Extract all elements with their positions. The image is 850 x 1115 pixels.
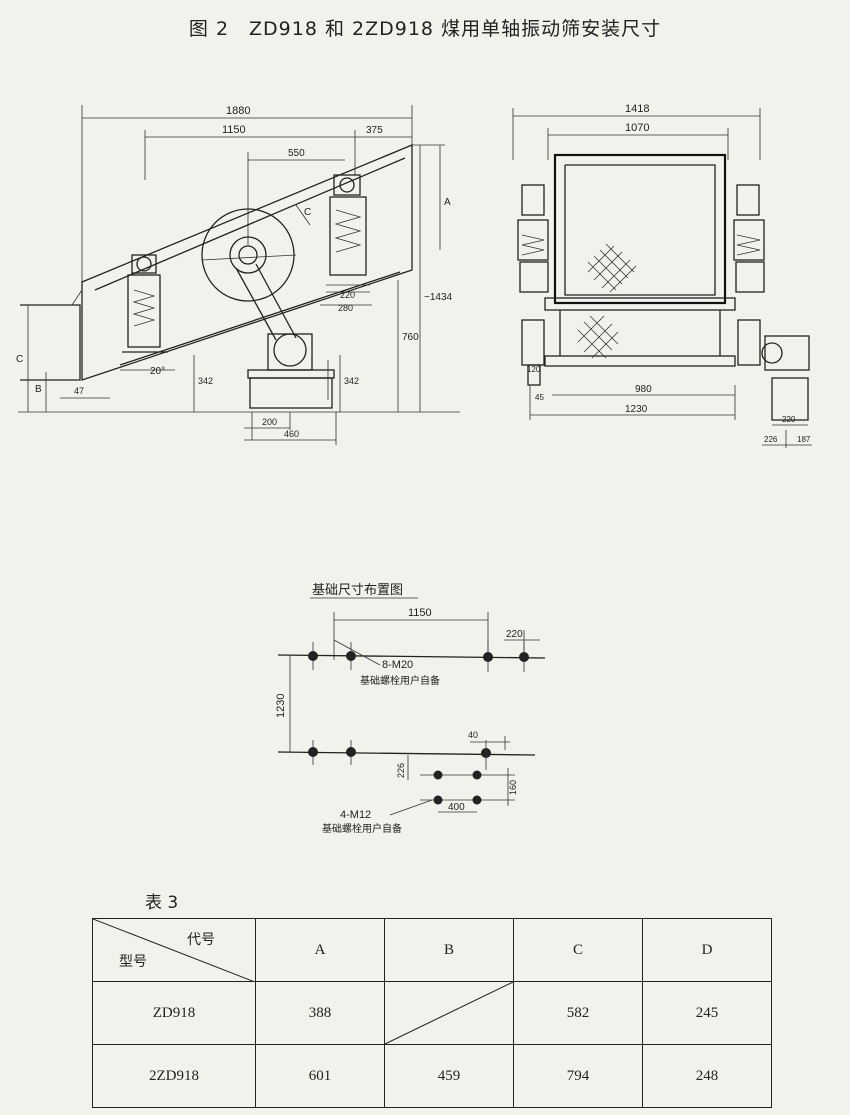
dim-342-right: 342 (344, 376, 359, 386)
cell-c: 794 (513, 1044, 643, 1108)
dim-47: 47 (74, 386, 84, 396)
dim-160: 160 (508, 780, 518, 795)
dim-760: 760 (402, 332, 419, 343)
dim-1070: 1070 (625, 122, 649, 134)
dim-1230-foundation: 1230 (275, 694, 287, 718)
dim-45: 45 (535, 393, 544, 402)
dim-C-left: C (16, 354, 23, 365)
row-model: ZD918 (92, 981, 256, 1045)
table-row: ZD918 388 582 245 (92, 981, 772, 1045)
cell-d: 248 (642, 1044, 772, 1108)
dim-1880: 1880 (226, 105, 250, 117)
dim-226: 226 (764, 435, 778, 444)
dim-980: 980 (635, 384, 652, 395)
side-view: 1880 1150 375 550 C (16, 105, 460, 445)
dimension-table: 代号 型号 A B C D ZD918 388 582 245 2ZD918 6… (92, 918, 772, 1108)
dim-A: A (444, 197, 451, 208)
dim-40: 40 (468, 730, 478, 740)
cell-a: 388 (255, 981, 385, 1045)
table-row: 2ZD918 601 459 794 248 (92, 1044, 772, 1108)
dim-187: 187 (797, 435, 811, 444)
col-header-c: C (513, 918, 643, 982)
dim-200: 200 (262, 417, 277, 427)
dim-c-label: C (304, 207, 311, 218)
dim-B-left: B (35, 384, 42, 395)
dim-550: 550 (288, 148, 305, 159)
dim-220: 220 (340, 290, 355, 300)
bolt-bottom-note: 基础螺栓用户自备 (322, 822, 402, 835)
end-view: 1418 1070 (512, 103, 812, 448)
dim-460: 460 (284, 429, 299, 439)
header-model: 型号 (119, 954, 147, 970)
table-label: 表 3 (145, 893, 179, 913)
foundation-layout: 基础尺寸布置图 1150 220 8-M20 基础螺栓用户自备 1230 (275, 583, 546, 835)
installation-drawing: 1880 1150 375 550 C (16, 103, 812, 835)
table-header-row: 代号 型号 A B C D (92, 918, 772, 982)
col-header-a: A (255, 918, 385, 982)
dim-226-foundation: 226 (396, 763, 406, 778)
dim-1418: 1418 (625, 103, 649, 115)
dim-angle: 20° (150, 366, 165, 377)
foundation-title: 基础尺寸布置图 (312, 583, 403, 598)
dim-220-motor: 220 (782, 415, 796, 424)
cell-d: 245 (642, 981, 772, 1045)
dim-220-foundation: 220 (506, 629, 523, 640)
cell-b: 459 (384, 1044, 514, 1108)
header-code: 代号 (187, 932, 215, 948)
dim-342-left: 342 (198, 376, 213, 386)
dim-1150: 1150 (222, 124, 246, 136)
col-header-b: B (384, 918, 514, 982)
bolt-top-spec: 8-M20 (382, 659, 413, 671)
cell-c: 582 (513, 981, 643, 1045)
dim-1150-foundation: 1150 (408, 607, 432, 619)
bolt-top-note: 基础螺栓用户自备 (360, 674, 440, 687)
row-model: 2ZD918 (92, 1044, 256, 1108)
dim-400: 400 (448, 802, 465, 813)
cell-b-empty (384, 981, 514, 1045)
header-diagonal-cell: 代号 型号 (92, 918, 256, 982)
dim-280: 280 (338, 303, 353, 313)
col-header-d: D (642, 918, 772, 982)
dim-1434: ~1434 (424, 292, 453, 303)
bolt-bottom-spec: 4-M12 (340, 809, 371, 821)
dim-1230: 1230 (625, 404, 648, 415)
dim-120: 120 (527, 365, 541, 374)
cell-a: 601 (255, 1044, 385, 1108)
figure-title: 图 2 ZD918 和 2ZD918 煤用单轴振动筛安装尺寸 (188, 18, 662, 40)
dim-375: 375 (366, 125, 383, 136)
